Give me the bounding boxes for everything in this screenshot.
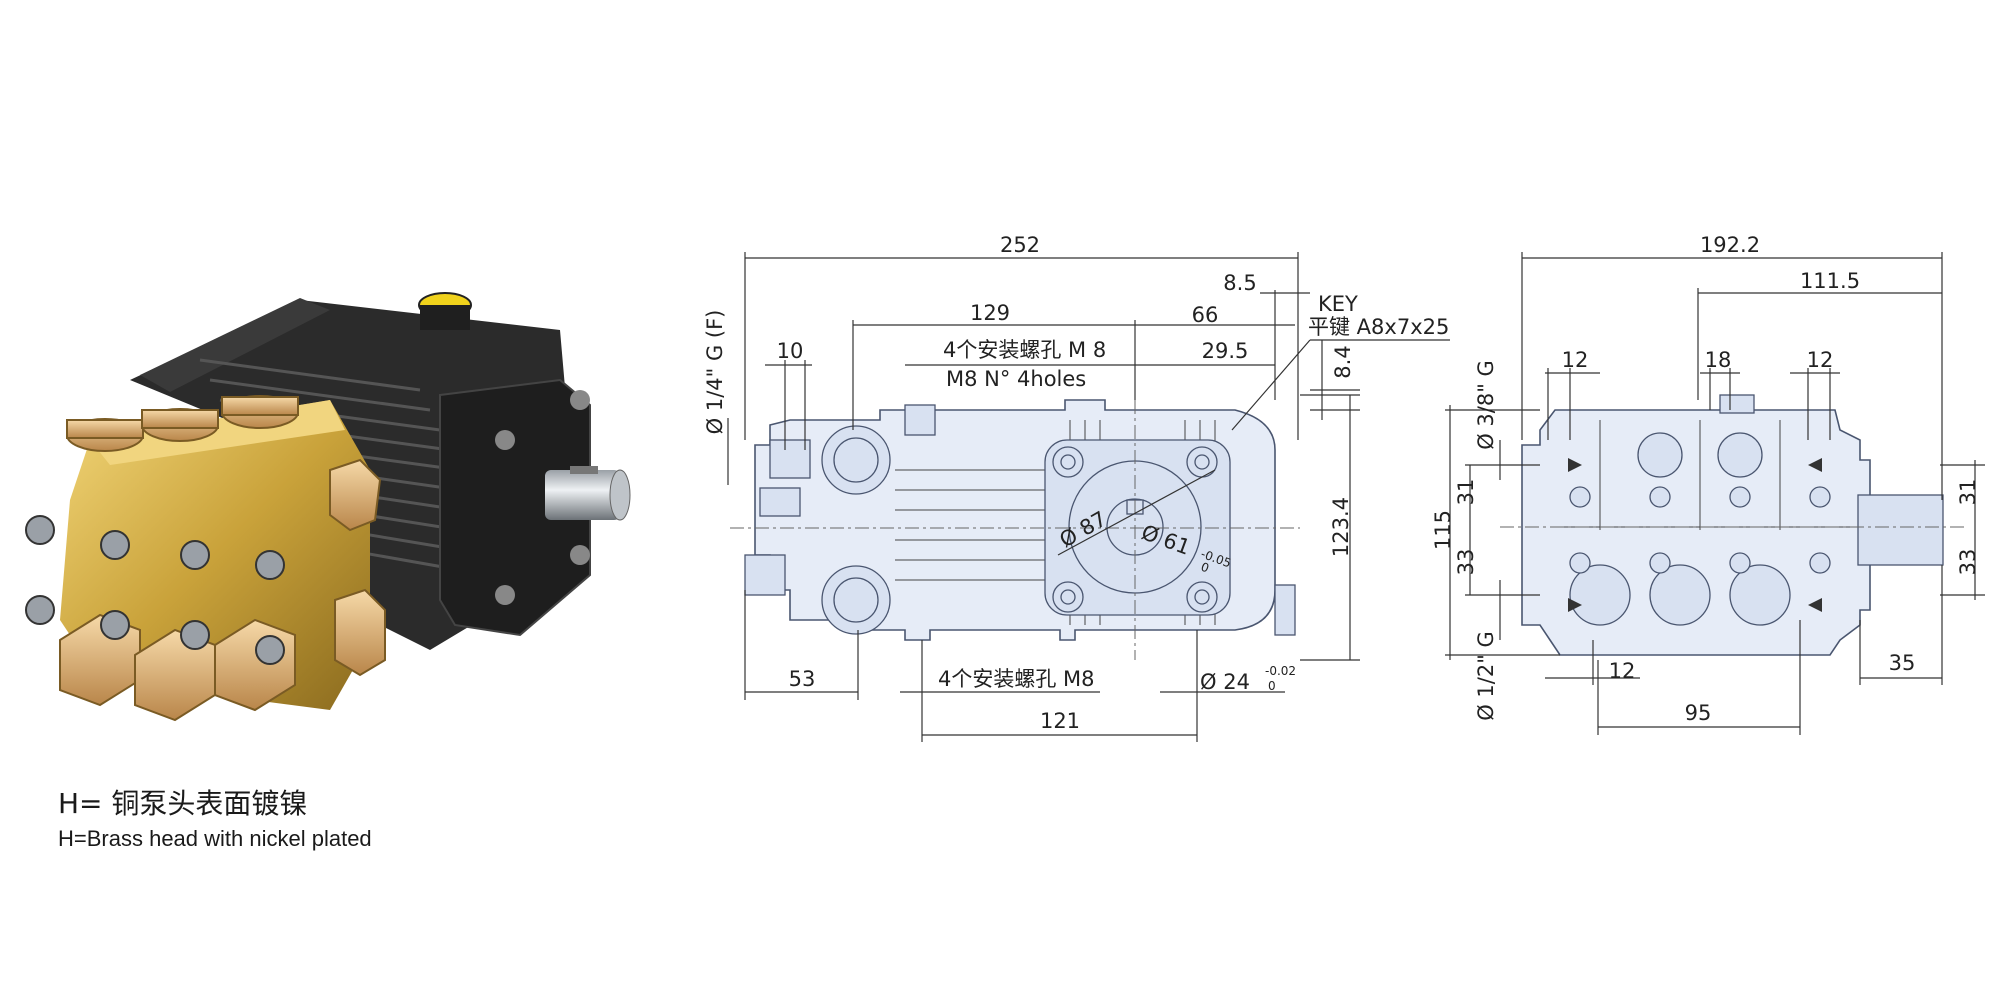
dim-123-4: 123.4 bbox=[1329, 497, 1353, 557]
front-view-dimensions bbox=[727, 252, 1450, 742]
caption-english: H=Brass head with nickel plated bbox=[58, 826, 372, 851]
key-label: KEY bbox=[1318, 292, 1358, 316]
dim-12-bottom: 12 bbox=[1609, 659, 1636, 683]
side-view-labels: 192.2 111.5 12 18 12 12 95 35 Ø 3/8" G 1… bbox=[1431, 233, 1980, 725]
dim-192-2: 192.2 bbox=[1700, 233, 1760, 257]
holes-cn-bottom: 4个安装螺孔 M8 bbox=[938, 667, 1095, 691]
key-spec: 平键 A8x7x25 bbox=[1308, 315, 1449, 339]
dim-66: 66 bbox=[1192, 303, 1219, 327]
dim-12-left: 12 bbox=[1562, 348, 1589, 372]
holes-en: M8 N° 4holes bbox=[946, 367, 1086, 391]
dim-10: 10 bbox=[777, 339, 804, 363]
tol-24-upper: -0.02 bbox=[1265, 664, 1296, 678]
dim-33-right: 33 bbox=[1956, 549, 1980, 576]
dim-33-left: 33 bbox=[1454, 549, 1478, 576]
dim-d24: Ø 24 bbox=[1200, 670, 1250, 694]
dim-129: 129 bbox=[970, 301, 1010, 325]
dim-31-left: 31 bbox=[1454, 479, 1478, 506]
dim-18: 18 bbox=[1705, 348, 1732, 372]
holes-cn: 4个安装螺孔 M 8 bbox=[943, 338, 1106, 362]
dim-121: 121 bbox=[1040, 709, 1080, 733]
front-view-drawing bbox=[730, 399, 1300, 660]
tol-24-lower: 0 bbox=[1268, 679, 1276, 693]
shaft-icon bbox=[545, 470, 620, 520]
side-view-dimensions bbox=[1445, 252, 1985, 735]
dim-111-5: 111.5 bbox=[1800, 269, 1860, 293]
side-view-drawing bbox=[1500, 394, 1965, 656]
tol-61-lower: 0 bbox=[1199, 560, 1211, 576]
dim-115: 115 bbox=[1431, 510, 1455, 550]
dim-35: 35 bbox=[1889, 651, 1916, 675]
dim-95: 95 bbox=[1685, 701, 1712, 725]
dim-outlet: Ø 3/8" G bbox=[1474, 360, 1498, 450]
caption-chinese: H= 铜泵头表面镀镍 bbox=[58, 787, 308, 820]
dim-overall-length: 252 bbox=[1000, 233, 1040, 257]
dim-12-right: 12 bbox=[1807, 348, 1834, 372]
dim-inlet-front: Ø 1/4" G (F) bbox=[703, 310, 727, 435]
dim-31-right: 31 bbox=[1956, 479, 1980, 506]
dim-8-4: 8.4 bbox=[1331, 345, 1355, 378]
dim-8-5: 8.5 bbox=[1223, 271, 1256, 295]
dim-53: 53 bbox=[789, 667, 816, 691]
dim-inlet-side: Ø 1/2" G bbox=[1474, 631, 1498, 721]
pump-photo bbox=[25, 292, 631, 722]
dim-29-5: 29.5 bbox=[1202, 339, 1249, 363]
